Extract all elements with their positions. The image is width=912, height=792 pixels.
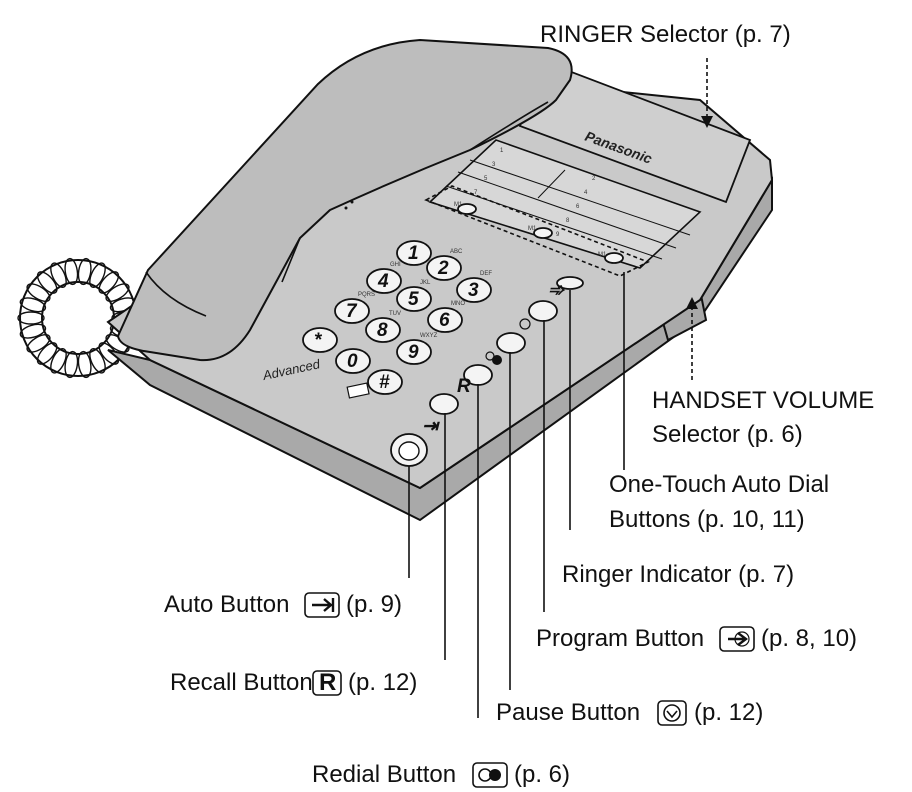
redial-key-mark (492, 355, 502, 365)
cord-coil (64, 257, 79, 286)
one-touch-label-line1: One-Touch Auto Dial (609, 471, 829, 498)
memory-label-3: M1 (598, 252, 607, 258)
one-touch-card-number: 2 (592, 176, 596, 182)
svg-text:7: 7 (346, 301, 358, 322)
svg-text:5: 5 (408, 289, 419, 310)
one-touch-buttons[interactable] (457, 203, 624, 264)
svg-text:9: 9 (408, 342, 419, 363)
cord-coil (17, 311, 45, 325)
recall-key-mark: R (457, 376, 471, 397)
svg-text:*: * (314, 330, 323, 351)
svg-text:6: 6 (439, 310, 450, 331)
one-touch-card-number: 4 (584, 190, 588, 196)
ringer-selector-label: RINGER Selector (p. 7) (540, 21, 791, 48)
cord-coil (89, 262, 106, 288)
cord-coil (77, 350, 92, 379)
svg-text:JKL: JKL (420, 280, 431, 286)
recall-icon-letter: R (319, 669, 336, 696)
svg-text:#: # (379, 372, 390, 393)
cord-coil (98, 342, 120, 365)
svg-text:DEF: DEF (480, 271, 492, 277)
ringer-indicator (556, 276, 584, 290)
ringer-indicator-label: Ringer Indicator (p. 7) (562, 561, 794, 588)
auto-key-mark: ⇥ (422, 416, 440, 437)
svg-text:WXYZ: WXYZ (420, 333, 438, 339)
one-touch-card-number: 8 (566, 218, 570, 224)
program-pages: (p. 8, 10) (761, 625, 857, 652)
cord-coil (50, 348, 67, 374)
cord-coil (36, 342, 58, 365)
one-touch-label-line2: Buttons (p. 10, 11) (609, 506, 805, 533)
recall-label: Recall Button (170, 669, 313, 696)
one-touch-card-number: 6 (576, 204, 580, 210)
pause-icon (657, 700, 687, 726)
svg-text:MNO: MNO (451, 301, 465, 307)
ts-logo-box (346, 382, 370, 399)
svg-text:GHI: GHI (390, 262, 401, 268)
svg-text:TUV: TUV (389, 311, 401, 317)
handset (116, 38, 573, 362)
recall-pages: (p. 12) (348, 669, 417, 696)
cord-coil (98, 271, 120, 294)
cord-coil (26, 283, 51, 302)
svg-text:1: 1 (408, 243, 419, 264)
recall-button[interactable] (429, 393, 459, 415)
keypad-key-0[interactable]: 0 (335, 348, 371, 374)
cord-coil (50, 262, 67, 288)
one-touch-card-number: 5 (484, 176, 488, 182)
svg-text:2: 2 (437, 258, 449, 279)
svg-text:ABC: ABC (450, 249, 463, 255)
handset-volume-label-line2: Selector (p. 6) (652, 421, 803, 448)
cord-coil (105, 283, 130, 302)
one-touch-card-number: 3 (492, 162, 496, 168)
svg-text:PQRS: PQRS (358, 292, 375, 298)
pause-button[interactable] (496, 332, 526, 354)
pause-key-mark (519, 318, 531, 330)
cord-coil (64, 350, 79, 379)
svg-text:4: 4 (377, 271, 389, 292)
svg-text:3: 3 (468, 280, 479, 301)
program-label: Program Button (536, 625, 704, 652)
one-touch-card-number: 9 (556, 232, 560, 238)
pause-pages: (p. 12) (694, 699, 763, 726)
one-touch-card-number: 7 (474, 190, 478, 196)
keypad-key-1[interactable]: 1 (396, 240, 432, 266)
memory-label: M1 (454, 202, 463, 208)
program-button[interactable] (528, 300, 558, 322)
auto-label: Auto Button (164, 591, 289, 618)
svg-text:0: 0 (347, 351, 358, 372)
keypad-key-star[interactable]: * (302, 327, 338, 353)
handset-volume-label-line1: HANDSET VOLUME (652, 387, 874, 414)
auto-button[interactable] (390, 433, 428, 467)
redial-label: Redial Button (312, 761, 456, 788)
recall-r-icon (312, 670, 342, 696)
cord-coil (89, 348, 106, 374)
one-touch-card-numbers: 1 2 3 4 5 6 7 8 9 (474, 148, 596, 238)
keypad-key-hash[interactable]: # (367, 369, 403, 395)
cord-coil (77, 257, 92, 286)
auto-pages: (p. 9) (346, 591, 402, 618)
memory-label-2: M1 (528, 226, 537, 232)
redial-pages: (p. 6) (514, 761, 570, 788)
one-touch-card-number: 1 (500, 148, 504, 154)
cord-coil (19, 323, 47, 339)
pause-label: Pause Button (496, 699, 640, 726)
svg-text:8: 8 (377, 320, 388, 341)
program-key-mark: ➾ (548, 280, 566, 301)
cord-coil (19, 297, 47, 313)
cord-coil (36, 271, 58, 294)
cord-coil (26, 334, 51, 353)
